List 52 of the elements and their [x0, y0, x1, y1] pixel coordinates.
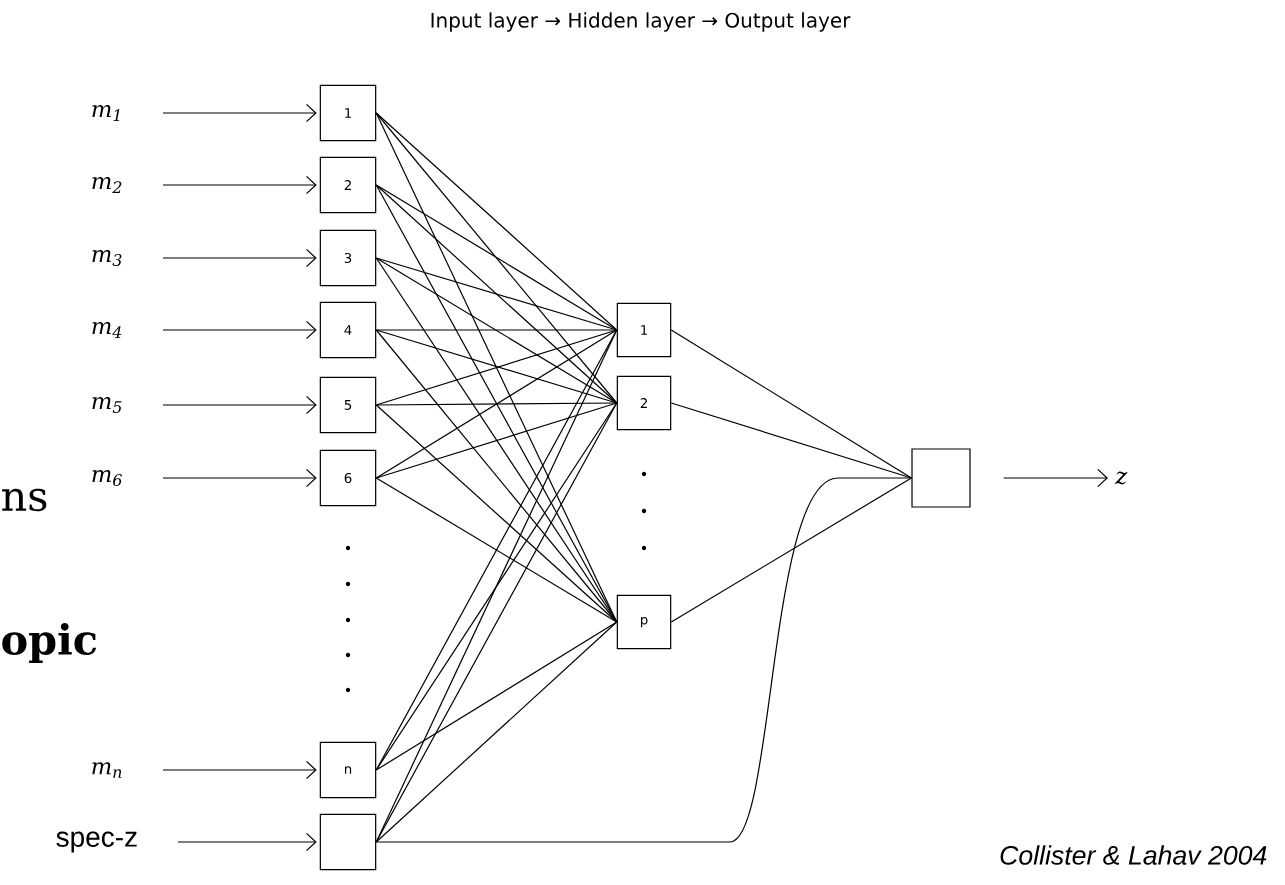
- connection-line: [375, 112, 618, 404]
- input-neuron-box: 3: [319, 229, 377, 287]
- input-label: m$_{6}$: [92, 469, 122, 487]
- arrow: [1003, 468, 1108, 488]
- hidden-neuron-box: 2: [616, 375, 672, 431]
- connection-line: [375, 477, 912, 843]
- arrow: [162, 175, 317, 195]
- hidden-neuron-box: p: [616, 594, 672, 650]
- input-label: spec-z: [56, 831, 137, 853]
- arrow: [162, 468, 317, 488]
- output-label: z: [1115, 471, 1128, 485]
- connection-line: [670, 402, 912, 479]
- arrow: [162, 248, 317, 268]
- text-fragment: ns: [2, 488, 47, 512]
- output-neuron-box: [911, 448, 971, 508]
- connection-line: [375, 402, 618, 406]
- arrow: [177, 832, 317, 852]
- input-neuron-box: 5: [319, 376, 377, 434]
- diagram-title: Input layer → Hidden layer → Output layer: [431, 12, 851, 32]
- arrow: [162, 395, 317, 415]
- input-label: m$_{4}$: [92, 322, 122, 338]
- arrow: [162, 760, 317, 780]
- connection-line: [375, 404, 618, 623]
- arrow: [162, 320, 317, 340]
- connection-line: [375, 184, 618, 404]
- input-neuron-box: n: [319, 741, 377, 799]
- input-label: m$_{n}$: [92, 762, 122, 778]
- arrow: [162, 103, 317, 123]
- connection-line: [375, 402, 618, 479]
- hidden-neuron-box: 1: [616, 302, 672, 358]
- connection-line: [375, 257, 618, 623]
- connection-line: [375, 329, 618, 623]
- citation: Collister & Lahav 2004: [1000, 845, 1267, 865]
- connection-line: [375, 329, 618, 479]
- text-fragment: opic: [2, 623, 97, 663]
- connection-line: [670, 329, 912, 479]
- input-neuron-box: [319, 813, 377, 871]
- input-label: m$_{2}$: [92, 177, 122, 193]
- connection-line: [375, 402, 618, 771]
- connection-line: [375, 621, 618, 843]
- input-neuron-box: 6: [319, 449, 377, 507]
- connection-line: [375, 257, 618, 404]
- input-neuron-box: 2: [319, 156, 377, 214]
- input-label: m$_{1}$: [92, 105, 120, 121]
- connection-line: [375, 477, 618, 623]
- connection-line: [375, 112, 618, 331]
- input-label: m$_{3}$: [92, 249, 122, 267]
- input-neuron-box: 1: [319, 84, 377, 142]
- connection-line: [670, 477, 912, 623]
- input-label: m$_{5}$: [92, 397, 122, 413]
- input-neuron-box: 4: [319, 301, 377, 359]
- connection-line: [375, 329, 618, 331]
